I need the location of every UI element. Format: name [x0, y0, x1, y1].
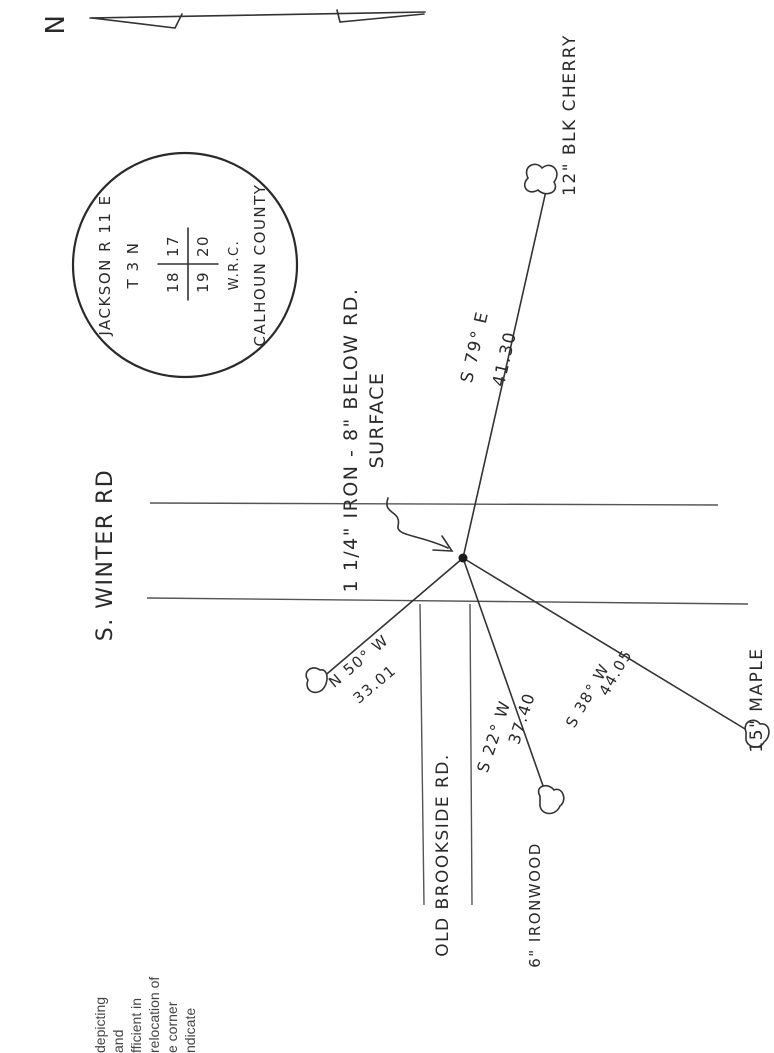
margin-note-line-5: e corner [164, 1001, 180, 1053]
tree-label-cherry: 12" BLK CHERRY [560, 34, 580, 196]
tree-label-ironwood: 6" IRONWOOD [526, 842, 544, 968]
margin-note-line-6: ndicate [182, 1008, 198, 1053]
margin-note-line-2: and [110, 1030, 126, 1053]
tie-lines [314, 181, 756, 801]
side-road-edge-right [469, 603, 473, 906]
tie-line-maple [462, 557, 756, 736]
tree-icon-cherry [523, 163, 558, 195]
monument-line-1: 1 1/4" IRON - 8" BELOW RD. [340, 288, 362, 593]
tie-line-nw [314, 557, 464, 685]
witness-trees [305, 163, 770, 815]
monument: 1 1/4" IRON - 8" BELOW RD. SURFACE [340, 288, 468, 593]
side-road-edge-left [419, 603, 425, 906]
monument-line-2: SURFACE [366, 372, 388, 469]
margin-note-line-3: fficient in [128, 998, 144, 1053]
tie-distance-ironwood: 37.40 [504, 690, 539, 747]
svg-text:19: 19 [194, 271, 212, 293]
side-road-label: OLD BROOKSIDE RD. [433, 753, 453, 957]
margin-note: depicting and fficient in relocation of … [92, 977, 198, 1053]
seal-line-2: T 3 N [124, 242, 142, 290]
svg-text:17: 17 [164, 235, 182, 257]
tie-line-cherry [462, 181, 549, 559]
tie-bearing-cherry: S 79° E [457, 309, 493, 385]
road-edge-upper [149, 502, 719, 506]
tie-distance-cherry: 41.30 [489, 329, 521, 388]
main-road-label: S. WINTER RD [93, 469, 118, 642]
tree-label-maple: 15" MAPLE [747, 647, 767, 752]
margin-note-line-4: relocation of [146, 977, 162, 1053]
north-label: N [41, 14, 71, 35]
monument-leader [386, 497, 449, 549]
north-arrow: N [41, 9, 426, 35]
seal-line-1: JACKSON R 11 E [96, 194, 114, 336]
road-edge-lower [146, 597, 749, 605]
seal-line-4: W.R.C. [227, 240, 242, 290]
svg-text:18: 18 [164, 271, 182, 293]
svg-text:20: 20 [194, 235, 212, 257]
survey-marker-seal: JACKSON R 11 E T 3 N CALHOUN COUNTY W.R.… [71, 151, 299, 379]
monument-point [458, 553, 468, 563]
margin-note-line-1: depicting [92, 997, 108, 1053]
tree-icon-ironwood [537, 784, 565, 815]
seal-line-3: CALHOUN COUNTY [251, 184, 269, 347]
tree-icon-nw [305, 667, 328, 694]
tree-icon-maple [744, 719, 770, 748]
roads: S. WINTER RD OLD BROOKSIDE RD. [93, 469, 749, 957]
tie-line-ironwood [462, 557, 549, 801]
